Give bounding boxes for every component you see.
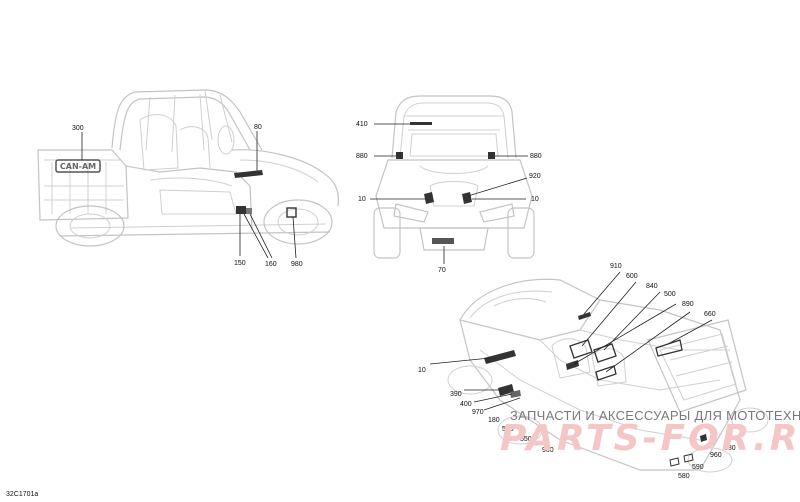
decal-660 — [655, 339, 683, 357]
svg-text:CAN-AM: CAN-AM — [60, 162, 96, 171]
label-560: 560 — [502, 426, 514, 433]
label-880-left: 880 — [356, 153, 368, 160]
watermark-text: ЗАПЧАСТИ И АКСЕССУАРЫ ДЛЯ МОТОТЕХНИКИ — [510, 408, 800, 423]
label-400: 400 — [460, 401, 472, 408]
decal-840 — [593, 343, 617, 363]
decal-70 — [432, 238, 454, 244]
label-70: 70 — [438, 267, 446, 274]
label-660: 660 — [704, 311, 716, 318]
label-10-top: 10 — [418, 367, 426, 374]
label-840: 840 — [646, 283, 658, 290]
label-10-left: 10 — [358, 196, 366, 203]
label-80: 80 — [254, 124, 262, 131]
decal-890 — [595, 365, 617, 381]
label-300: 300 — [72, 125, 84, 132]
label-920: 920 — [529, 173, 541, 180]
label-980: 980 — [291, 261, 303, 268]
label-910: 910 — [610, 263, 622, 270]
decal-150 — [236, 206, 246, 214]
decal-410 — [410, 122, 432, 125]
label-890: 890 — [682, 301, 694, 308]
decal-160 — [246, 208, 252, 214]
decal-10-right — [462, 192, 472, 204]
decal-590 — [683, 453, 694, 463]
label-380: 380 — [724, 445, 736, 452]
diagram-reference: 32C1701a — [6, 491, 38, 498]
rear-brand-decal — [55, 159, 101, 173]
decal-10-left — [424, 192, 434, 204]
decal-600 — [569, 339, 593, 359]
label-960: 960 — [710, 452, 722, 459]
label-150: 150 — [234, 260, 246, 267]
label-970: 970 — [472, 409, 484, 416]
label-180: 180 — [488, 417, 500, 424]
label-10-right: 10 — [531, 196, 539, 203]
vehicle-side-view: CAN-AM 300 80 150 160 980 — [37, 89, 340, 268]
decal-980 — [286, 207, 297, 218]
label-550: 550 — [520, 436, 532, 443]
decal-910 — [578, 312, 591, 320]
decal-10-top — [484, 350, 516, 364]
decal-80 — [234, 170, 263, 178]
decal-580 — [669, 457, 680, 467]
label-580: 580 — [678, 473, 690, 480]
label-500: 500 — [664, 291, 676, 298]
decal-880-right — [488, 152, 495, 159]
label-900: 900 — [542, 447, 554, 454]
decal-500 — [566, 360, 579, 370]
label-390: 390 — [450, 391, 462, 398]
label-590: 590 — [692, 464, 704, 471]
watermark: ЗАПЧАСТИ И АКСЕССУАРЫ ДЛЯ МОТОТЕХНИКИ PA… — [500, 408, 800, 459]
vehicle-top-view: 910 600 840 500 890 660 10 390 400 970 1… — [418, 263, 769, 480]
label-410: 410 — [356, 121, 368, 128]
decal-880-left — [396, 152, 403, 159]
label-880-right: 880 — [530, 153, 542, 160]
decal-400 — [510, 390, 521, 398]
label-600: 600 — [626, 273, 638, 280]
vehicle-front-view: 410 880 880 920 10 10 70 — [356, 95, 542, 274]
watermark-logo: PARTS-FOR.RU — [500, 418, 800, 459]
decal-960 — [700, 434, 707, 442]
label-160: 160 — [265, 261, 277, 268]
decal-390 — [498, 384, 514, 396]
